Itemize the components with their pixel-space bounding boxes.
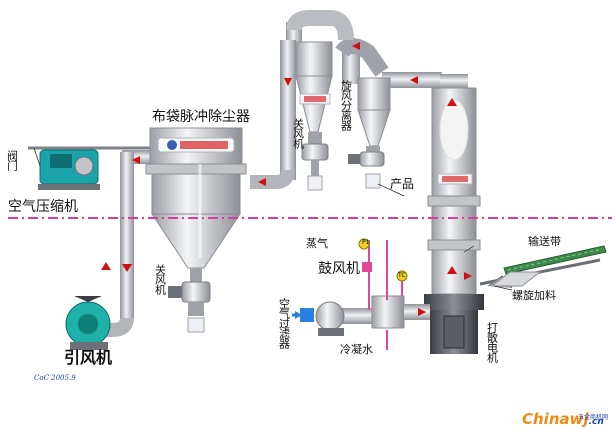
cyclone-separator-2 (348, 77, 391, 189)
filter-logo-mark (167, 140, 177, 150)
pressure-gauge (358, 238, 370, 250)
duct-top-bend (286, 10, 354, 41)
arrow-hot-air (418, 308, 426, 316)
feeding-system (479, 245, 607, 289)
compressor-label: 空气压缩机 (8, 199, 78, 215)
column-base-ring (424, 294, 484, 310)
arrow-fan-up (101, 262, 111, 270)
air-filter-box (300, 308, 314, 322)
cyclone2-cone (357, 109, 391, 147)
arrow-top-left (410, 76, 418, 84)
fan-hub (78, 314, 98, 334)
screw-feeder-label: 螺旋加料 (512, 289, 556, 302)
flow-arrows (101, 42, 472, 316)
cyclone-label: 旋风分离器 (339, 80, 353, 130)
steam-valve (362, 262, 372, 272)
crusher-motor (443, 315, 465, 349)
leader-lines (33, 147, 513, 291)
duct-down-to-fan (120, 152, 134, 322)
steam-label: 蒸气 (306, 237, 328, 250)
rotary-valve-left-label: 关风机 (153, 264, 167, 294)
baghouse-filter (145, 127, 247, 282)
cyclone2-valve (359, 151, 385, 167)
compressor-base (38, 184, 100, 190)
watermark-domain: .cn (588, 417, 604, 427)
duct-riser-left (280, 40, 296, 180)
arrow-duct-down (122, 264, 132, 272)
arrow-column-up-2 (447, 266, 457, 274)
steam-heater (371, 295, 405, 329)
air-filter-label: 空气过滤器 (277, 298, 291, 348)
filter-title-label: 布袋脉冲除尘器 (152, 109, 250, 125)
valve-motor (168, 286, 182, 298)
valve-outlet (188, 302, 204, 316)
duct-fan-inlet (100, 317, 134, 337)
drawing-date-note: CoC 2005.9 (34, 374, 76, 382)
product-label: 产品 (390, 177, 415, 191)
watermark-logo: Chinawj.cn (522, 410, 604, 428)
arrow-riser-down (284, 78, 292, 86)
arrow-cyclone-in (352, 42, 360, 50)
drying-column (424, 74, 484, 354)
collection-bag-1 (187, 317, 205, 333)
air-compressor (38, 149, 100, 190)
induced-fan-label: 引风机 (64, 348, 113, 367)
cyclone1-valve (301, 143, 329, 161)
gauge-p1-label: P1 (362, 239, 370, 246)
gauge-tc-label: TC (398, 272, 406, 279)
collection-bag-3 (365, 173, 381, 189)
inspection-window (439, 99, 469, 161)
filter-hopper (151, 213, 241, 269)
valve-housing (181, 281, 211, 303)
crusher-motor-label: 打散电机 (485, 322, 499, 362)
arrow-to-filter (258, 178, 266, 186)
compressor-flywheel (74, 156, 94, 176)
conveyor-belt-label: 输送带 (528, 235, 561, 248)
hot-air-system (342, 238, 430, 350)
blower-housing (315, 301, 345, 331)
cyclone1-barrel (295, 41, 333, 77)
watermark-subtitle: 五金商机网 (578, 414, 609, 421)
fan-base (70, 342, 108, 350)
duct-to-filter (250, 169, 295, 189)
column-flange-2 (427, 239, 481, 251)
arrow-filter-out (132, 156, 140, 164)
condensate-label: 冷凝水 (340, 343, 373, 356)
filter-discharge-neck (190, 268, 202, 282)
feed-chute (490, 271, 542, 287)
filter-logo-text (180, 141, 228, 149)
collection-bag-2 (307, 175, 323, 191)
blower-base (318, 328, 344, 336)
arrow-feed-in (464, 272, 472, 280)
rotary-valve-top-label: 关风机 (291, 118, 305, 148)
valve-label: 阀门 (5, 150, 19, 170)
rotary-valve-bottom (168, 281, 211, 333)
cyclone2-barrel (357, 77, 391, 111)
filter-body (151, 173, 241, 215)
watermark-brand: Chinawj (522, 410, 589, 428)
cyclone-separator-1 (295, 41, 333, 191)
induced-fan (65, 296, 111, 350)
blower-unit (292, 301, 345, 336)
duct-network (28, 10, 442, 337)
filter-flange (145, 163, 247, 175)
column-flange-1 (427, 195, 481, 207)
arrow-column-up-1 (447, 98, 457, 106)
blower-label: 鼓风机 (318, 261, 360, 277)
